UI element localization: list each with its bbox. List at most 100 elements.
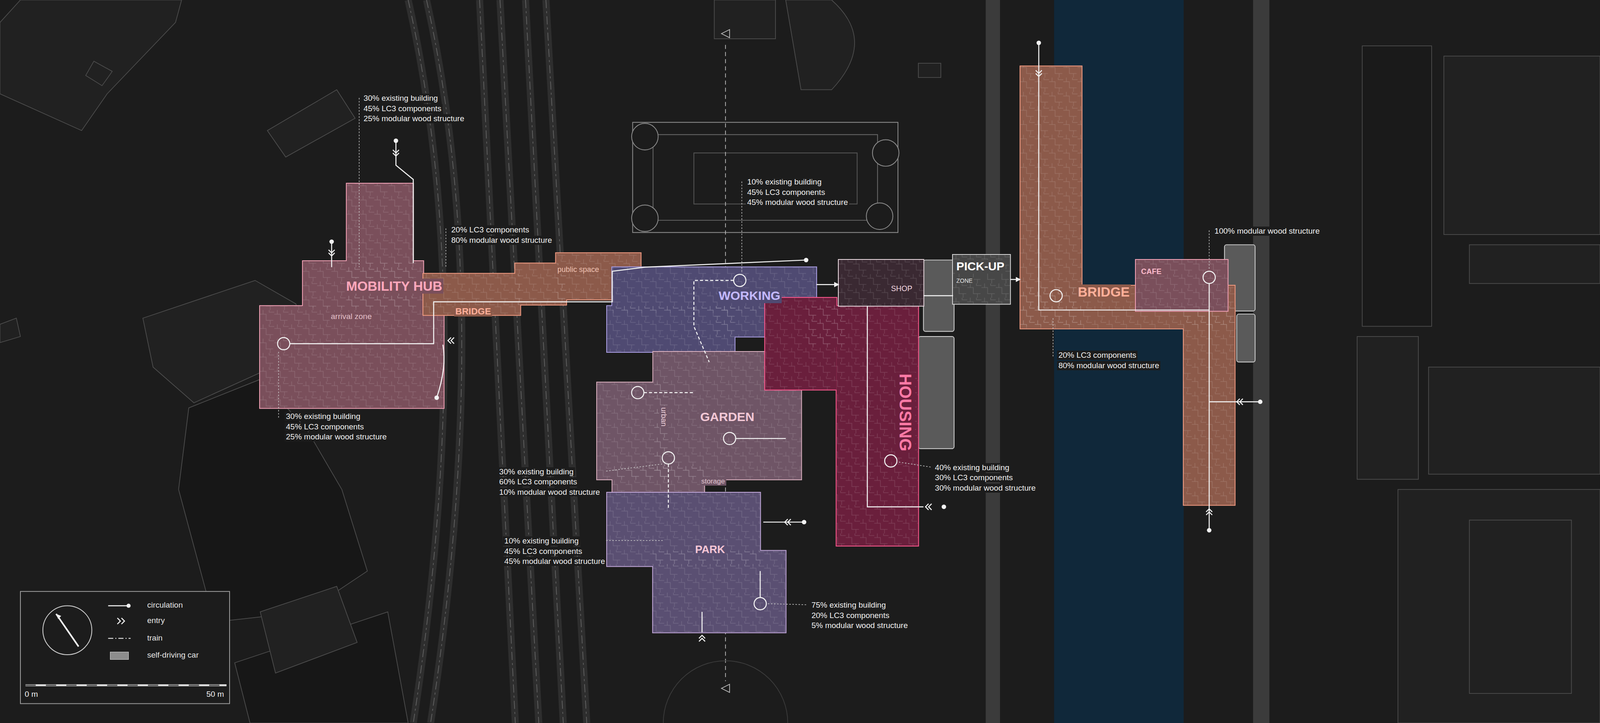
text-slot: ZONE [955,277,974,285]
text-slot: 30% LC3 components [933,473,1015,483]
text-label: BRIDGE [454,306,493,317]
section-axis [721,29,730,38]
text-slot: self-driving car [145,650,200,660]
zone-texture [838,260,924,306]
text-slot: 25% modular wood structure [284,432,388,442]
text-slot: 45% modular wood structure [745,197,850,208]
circulation-line [1208,283,1210,311]
building-block [85,61,113,86]
building-block [1428,367,1600,475]
building-block [260,586,358,674]
text-slot: 30% existing building [284,412,362,422]
text-label: 25% modular wood structure [362,114,466,124]
text-slot: 45% modular wood structure [502,557,607,567]
text-label: arrival zone [329,312,373,322]
circulation-line [290,260,807,344]
circulation-line [923,295,953,297]
text-label: self-driving car [145,650,200,660]
circulation-node [1050,289,1063,302]
zone-outline [838,260,924,306]
text-label: PICK-UP [955,260,1006,274]
legend-frame [108,605,129,607]
building-block [918,63,941,78]
circulation-node [1202,271,1215,284]
legend-frame [20,591,230,704]
legend-frame [126,604,131,609]
entry-chevron [447,337,455,344]
zone-outline [836,306,919,547]
train-track [545,0,587,723]
zone-outline [1135,260,1228,311]
entry-chevron [699,635,706,642]
text-label: 45% LC3 components [362,104,443,114]
text-slot: 20% LC3 components [1057,350,1138,360]
leader-line [897,462,931,468]
building-block [0,0,182,131]
zone-texture [1183,306,1235,506]
text-label: GARDEN [699,410,756,425]
text-label: circulation [145,600,185,610]
building-block [1397,489,1600,723]
text-slot: MOBILITY HUB [345,278,444,295]
building-block [178,379,368,623]
text-slot: WORKING [717,288,782,304]
circulation-line [1209,401,1260,403]
circulation-node [277,271,1216,610]
text-slot: 25% modular wood structure [362,114,466,124]
text-label: 80% modular wood structure [1057,361,1161,371]
text-label: 100% modular wood structure [1213,226,1321,236]
text-label: PARK [693,543,727,557]
text-slot: 45% LC3 components [745,187,827,198]
zone-texture [612,464,704,493]
circulation-node [754,597,767,610]
leader-line [606,540,664,541]
zone-texture [836,306,919,547]
road [985,0,1000,723]
entry-chevron [784,519,791,526]
text-label: 20% LC3 components [450,225,531,235]
zone-fill [1135,260,1228,311]
zone-outline [652,550,786,633]
text-label: 20% LC3 components [810,611,891,621]
circulation-line [1038,42,1210,531]
building-block [1469,245,1600,284]
circulation-dot [803,257,809,263]
text-slot: 10% modular wood structure [497,487,602,498]
circulation-dot [393,138,399,144]
building-block [785,0,855,90]
zone-fill [952,255,1010,305]
text-label: 45% modular wood structure [745,197,850,208]
circulation-line [701,612,703,633]
text-slot: train [145,633,164,643]
train-line [500,0,539,723]
text-slot: PICK-UP [955,260,1006,274]
text-label: 60% LC3 components [497,477,579,487]
entry-chevron [1035,70,1043,77]
text-slot: public space [556,265,601,275]
zone-fill [652,550,786,633]
text-slot: 45% LC3 components [362,104,443,114]
text-label: 80% modular wood structure [450,235,554,245]
text-label: 30% existing building [362,93,440,103]
building-block [1469,520,1572,694]
text-label: 45% LC3 components [284,422,365,432]
text-slot: 60% LC3 components [497,477,579,487]
zone-texture [652,550,786,633]
leader-line [278,97,1210,605]
circulation-node [631,386,644,399]
text-slot: 80% modular wood structure [1057,361,1161,371]
train-track [525,0,564,723]
text-slot: 30% existing building [497,467,575,477]
text-slot: PARK [693,543,727,557]
legend-frame [56,614,79,647]
text-slot: 10% existing building [502,536,580,546]
self-driving-car [923,260,954,332]
zone-shape [760,290,954,546]
text-label: CAFE [1139,267,1163,277]
zone-shape [838,260,924,306]
circulation-node [277,337,290,350]
